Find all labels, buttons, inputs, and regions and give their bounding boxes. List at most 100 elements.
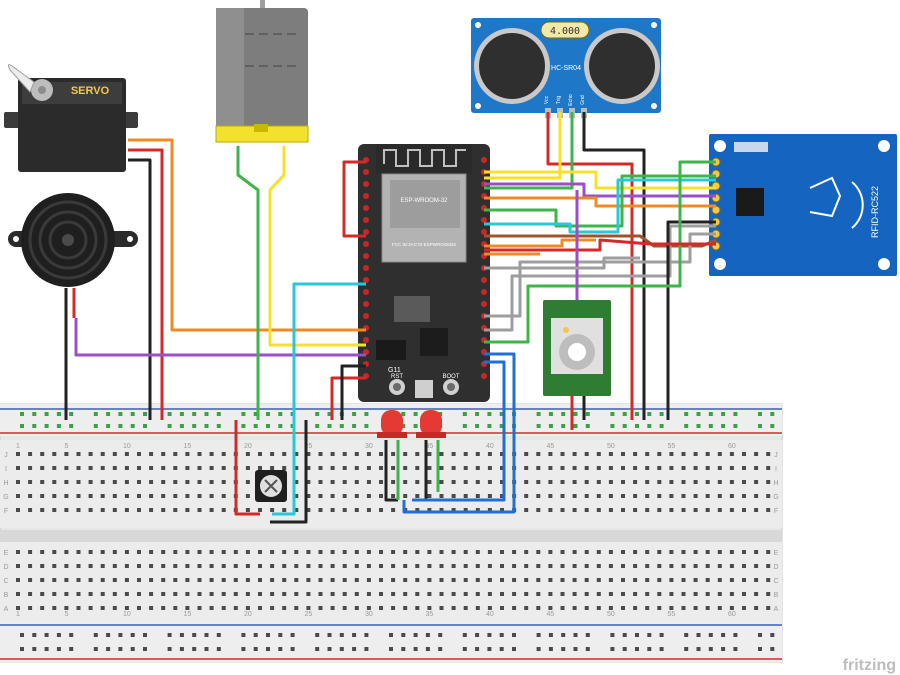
breadboard-hole <box>366 564 371 568</box>
breadboard-hole <box>124 494 129 498</box>
rail-hole <box>253 647 258 651</box>
rail-hole <box>118 633 123 637</box>
breadboard-hole <box>149 606 154 610</box>
breadboard-hole <box>221 606 226 610</box>
breadboard-hole <box>524 452 529 456</box>
breadboard-hole <box>415 508 420 512</box>
servo-horn <box>7 64 35 93</box>
breadboard-hole <box>391 508 396 512</box>
breadboard-hole <box>729 508 734 512</box>
breadboard-hole <box>512 550 517 554</box>
rail-hole <box>216 412 221 416</box>
breadboard-hole <box>572 508 577 512</box>
breadboard-hole <box>717 564 722 568</box>
rail-hole <box>413 633 418 637</box>
breadboard-hole <box>729 606 734 610</box>
rail-hole <box>327 647 332 651</box>
rail-hole <box>758 424 762 428</box>
rail-hole <box>167 633 172 637</box>
breadboard-hole <box>282 592 287 596</box>
breadboard-hole <box>645 550 650 554</box>
rail-hole <box>44 412 49 416</box>
breadboard-hole <box>596 606 601 610</box>
breadboard-hole <box>524 592 529 596</box>
breadboard-hole <box>693 564 698 568</box>
breadboard-hole <box>16 550 20 554</box>
breadboard-hole <box>76 578 81 582</box>
breadboard-hole <box>64 592 69 596</box>
breadboard-hole <box>149 578 154 582</box>
breadboard-hole <box>500 564 504 568</box>
column-number: 15 <box>184 443 192 450</box>
breadboard-hole <box>717 550 722 554</box>
breadboard-hole <box>548 508 553 512</box>
breadboard-hole <box>754 606 759 610</box>
breadboard-hole <box>766 466 771 470</box>
rail-hole <box>44 647 49 651</box>
breadboard-hole <box>342 606 347 610</box>
breadboard-hole <box>185 508 190 512</box>
rail-hole <box>659 633 664 637</box>
breadboard-hole <box>379 564 383 568</box>
wire-buzzer-purple <box>74 318 366 357</box>
row-letter: F <box>774 508 778 515</box>
breadboard-hole <box>330 452 335 456</box>
breadboard-hole <box>306 480 311 484</box>
rail-hole <box>610 424 615 428</box>
rail-hole <box>278 424 283 428</box>
breadboard-hole <box>742 550 746 554</box>
rail-hole <box>56 647 61 651</box>
breadboard-hole <box>294 508 299 512</box>
wire-servo-orange <box>128 138 366 332</box>
rail-hole <box>708 633 713 637</box>
breadboard-hole <box>500 452 504 456</box>
breadboard-hole <box>112 452 117 456</box>
rail-hole <box>352 647 357 651</box>
breadboard-hole <box>379 592 383 596</box>
breadboard-hole <box>124 480 129 484</box>
breadboard-hole <box>173 606 178 610</box>
breadboard-hole <box>729 550 734 554</box>
row-letter: A <box>774 606 779 613</box>
wire-rfid-gray-1 <box>484 224 716 332</box>
breadboard-hole <box>766 508 771 512</box>
breadboard-hole <box>76 564 81 568</box>
esp32-pin <box>363 205 369 211</box>
breadboard-hole <box>596 452 601 456</box>
breadboard-hole <box>366 480 371 484</box>
esp32-fcc-label: FCC ID:2AC7Z-ESPWROOM32 <box>392 242 457 247</box>
breadboard-hole <box>451 466 456 470</box>
wire-motor-yellow <box>268 146 366 347</box>
breadboard-hole <box>596 508 601 512</box>
breadboard-hole <box>633 466 638 470</box>
breadboard-hole <box>209 606 214 610</box>
led-left <box>377 410 407 438</box>
breadboard-hole <box>64 466 69 470</box>
breadboard-hole <box>294 592 299 596</box>
breadboard-hole <box>463 564 468 568</box>
breadboard-hole <box>258 606 262 610</box>
breadboard-hole <box>52 592 57 596</box>
breadboard-hole <box>379 466 383 470</box>
breadboard-hole <box>40 494 45 498</box>
breadboard-hole <box>500 578 504 582</box>
breadboard-hole <box>366 578 371 582</box>
rail-hole <box>20 633 24 637</box>
breadboard-hole <box>52 494 57 498</box>
rail-hole <box>721 412 726 416</box>
breadboard-hole <box>112 466 117 470</box>
breadboard-hole <box>427 550 432 554</box>
breadboard-hole <box>754 578 759 582</box>
breadboard-hole <box>137 564 141 568</box>
rail-hole <box>69 424 74 428</box>
breadboard-hole <box>112 494 117 498</box>
breadboard-hole <box>112 480 117 484</box>
breadboard-hole <box>149 466 154 470</box>
rail-hole <box>758 633 762 637</box>
breadboard-hole <box>705 508 710 512</box>
breadboard-hole <box>16 452 20 456</box>
rail-hole <box>32 424 37 428</box>
breadboard-hole <box>705 592 710 596</box>
breadboard-hole <box>415 494 420 498</box>
breadboard-hole <box>633 452 638 456</box>
